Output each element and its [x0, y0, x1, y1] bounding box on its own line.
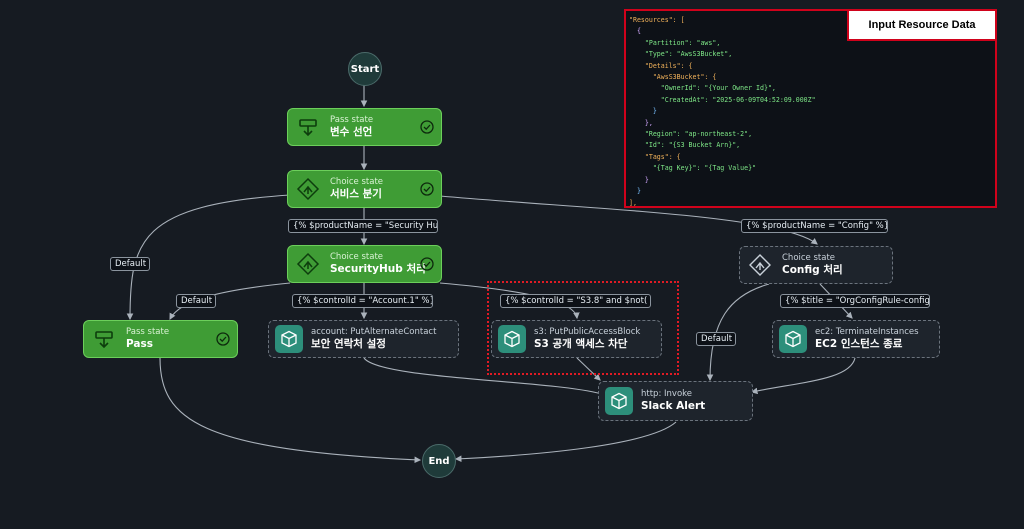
start-label: Start: [350, 63, 380, 75]
node-kind: Pass state: [126, 327, 170, 338]
pass-state-icon: [90, 325, 118, 353]
s3-public-access-block-node[interactable]: s3: PutPublicAccessBlock S3 공개 액세스 차단: [491, 320, 662, 358]
node-kind: Choice state: [330, 177, 384, 188]
cube-icon: [605, 387, 633, 415]
alternate-contact-node[interactable]: account: PutAlternateContact 보안 연락처 설정: [268, 320, 459, 358]
node-kind: Pass state: [330, 115, 374, 126]
service-branch-node[interactable]: Choice state 서비스 분기: [287, 170, 442, 208]
end-label: End: [428, 455, 450, 467]
node-kind: ec2: TerminateInstances: [815, 327, 919, 338]
choice-state-icon: [294, 250, 322, 278]
check-circle-icon: [420, 257, 434, 271]
slack-alert-node[interactable]: http: Invoke Slack Alert: [598, 381, 753, 421]
choice-state-icon: [294, 175, 322, 203]
node-kind: s3: PutPublicAccessBlock: [534, 327, 641, 338]
check-circle-icon: [420, 120, 434, 134]
pass-state-icon: [294, 113, 322, 141]
node-title: Config 처리: [782, 263, 843, 276]
check-circle-icon: [420, 182, 434, 196]
node-title: 변수 선언: [330, 125, 373, 138]
start-terminal[interactable]: Start: [348, 52, 382, 86]
input-resource-panel: "Resources": [ { "Partition": "aws", "Ty…: [624, 9, 997, 208]
edge-label-default[interactable]: Default: [110, 257, 150, 271]
node-title: 보안 연락처 설정: [311, 337, 386, 350]
edge-label-account[interactable]: {% $controlId = "Account.1" %}: [292, 294, 433, 308]
edge-label-securityhub[interactable]: {% $productName = "Security Hul: [288, 219, 438, 233]
node-title: Slack Alert: [641, 399, 706, 412]
check-circle-icon: [216, 332, 230, 346]
edge-label-title[interactable]: {% $title = "OrgConfigRule-config: [780, 294, 930, 308]
declare-vars-node[interactable]: Pass state 변수 선언: [287, 108, 442, 146]
resource-json: "Resources": [ { "Partition": "aws", "Ty…: [629, 16, 816, 207]
end-terminal[interactable]: End: [422, 444, 456, 478]
node-kind: Choice state: [330, 252, 384, 263]
resource-panel-title: Input Resource Data: [847, 9, 997, 41]
node-title: Pass: [126, 337, 153, 350]
node-title: 서비스 분기: [330, 187, 382, 200]
node-kind: Choice state: [782, 253, 836, 264]
securityhub-node[interactable]: Choice state SecurityHub 처리: [287, 245, 442, 283]
config-node[interactable]: Choice state Config 처리: [739, 246, 893, 284]
ec2-terminate-node[interactable]: ec2: TerminateInstances EC2 인스턴스 종료: [772, 320, 940, 358]
node-title: S3 공개 액세스 차단: [534, 337, 628, 350]
edge-label-config[interactable]: {% $productName = "Config" %}: [741, 219, 888, 233]
choice-state-icon: [746, 251, 774, 279]
edge-label-default[interactable]: Default: [696, 332, 736, 346]
node-title: EC2 인스턴스 종료: [815, 337, 903, 350]
node-kind: http: Invoke: [641, 389, 692, 400]
cube-icon: [275, 325, 303, 353]
highlight-dotted-box: [487, 281, 679, 375]
cube-icon: [498, 325, 526, 353]
cube-icon: [779, 325, 807, 353]
node-kind: account: PutAlternateContact: [311, 327, 437, 338]
edge-label-s3[interactable]: {% $controlId = "S3.8" and $not(: [500, 294, 651, 308]
pass-node[interactable]: Pass state Pass: [83, 320, 238, 358]
edge-label-default[interactable]: Default: [176, 294, 216, 308]
node-title: SecurityHub 처리: [330, 262, 426, 275]
